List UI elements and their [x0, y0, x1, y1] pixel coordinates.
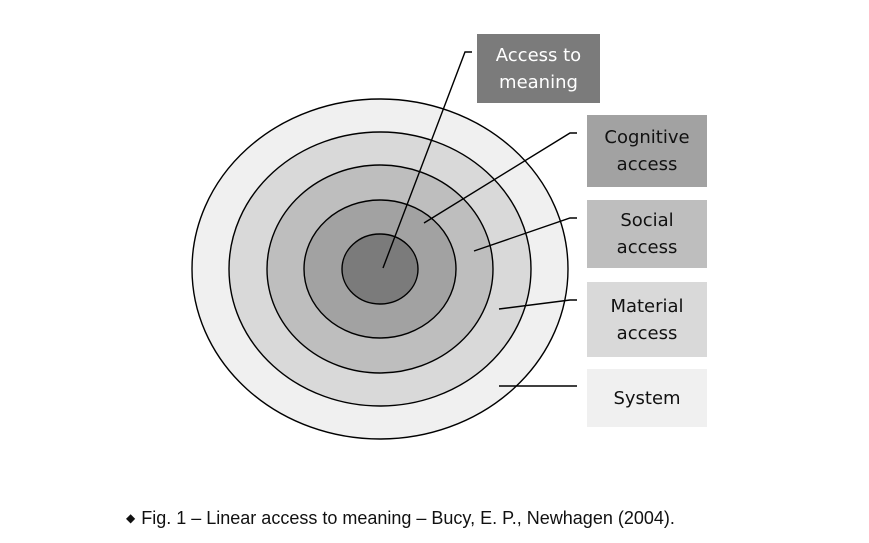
leader-line-meaning	[382, 51, 472, 269]
diamond-bullet-icon: ◆	[126, 511, 136, 525]
leader-lines	[382, 51, 577, 387]
leader-line-social	[473, 217, 577, 252]
ring-access-to-meaning	[341, 233, 419, 305]
caption-text: Fig. 1 – Linear access to meaning – Bucy…	[141, 508, 675, 528]
label-cognitive-access: Cognitive access	[587, 115, 707, 187]
figure-caption: ◆ Fig. 1 – Linear access to meaning – Buc…	[126, 508, 675, 529]
leader-line-cognitive	[423, 132, 577, 224]
rings	[191, 98, 569, 440]
label-system: System	[587, 369, 707, 427]
leader-line-material	[498, 299, 577, 310]
label-social-access: Social access	[587, 200, 707, 268]
label-access-to-meaning: Access to meaning	[477, 34, 600, 103]
label-material-access: Material access	[587, 282, 707, 357]
